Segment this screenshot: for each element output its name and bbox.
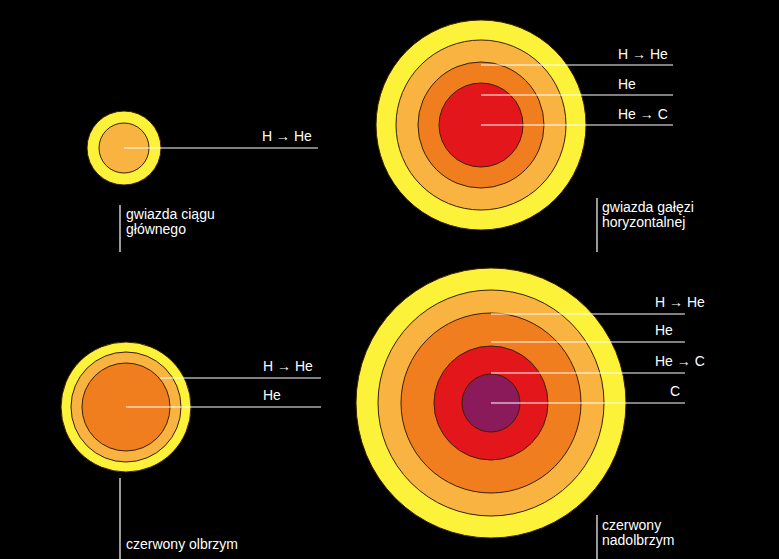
star-caption: czerwony olbrzym — [126, 537, 238, 552]
star-caption: gwiazda gałęzi horyzontalnej — [602, 200, 717, 230]
process-label: He → C — [618, 106, 668, 122]
star-caption: czerwony nadolbrzym — [602, 518, 702, 548]
process-label: He → C — [655, 353, 705, 369]
layer-label: He — [618, 76, 636, 92]
process-label: H → He — [262, 128, 312, 144]
layer-label: He — [263, 387, 281, 403]
star-caption: gwiazda ciągu głównego — [126, 207, 246, 237]
process-label: H → He — [618, 46, 668, 62]
layer-label: He — [655, 322, 673, 338]
process-label: H → He — [263, 358, 313, 374]
process-label: H → He — [655, 294, 705, 310]
layer-label: C — [670, 383, 680, 399]
